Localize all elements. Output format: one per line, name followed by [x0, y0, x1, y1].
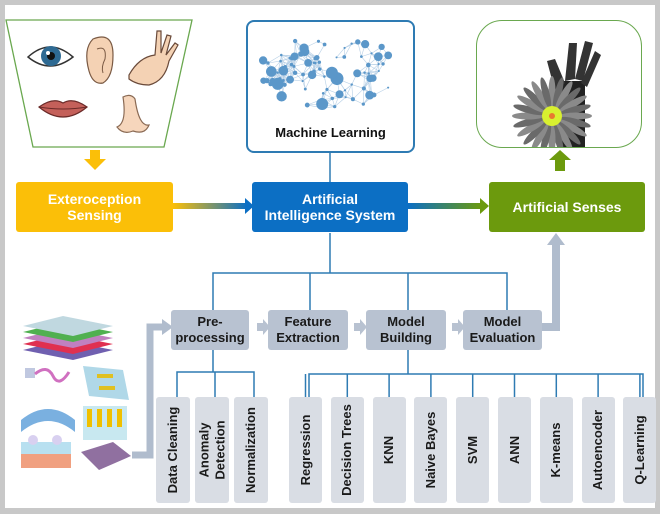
- step-label-line1: Feature: [284, 314, 332, 330]
- arrow-head: [480, 198, 489, 214]
- exteroception-label: Exteroception Sensing: [47, 190, 142, 223]
- model-method-box: Q-Learning: [623, 397, 657, 503]
- senses-panel: [25, 27, 185, 137]
- senses-icons: [26, 30, 179, 133]
- model-method-box: K-means: [539, 397, 573, 503]
- ear-icon: [86, 36, 114, 84]
- step-label-line1: Model: [387, 314, 425, 330]
- artificial-senses-box: Artificial Senses: [489, 182, 645, 232]
- model-method-box: Decision Trees: [330, 397, 364, 503]
- lips-icon: [38, 100, 88, 118]
- pipeline-arrow: [257, 319, 270, 335]
- sensor-to-preprocess-arrow: [132, 323, 165, 459]
- pipeline-step-preprocessing: Pre- processing: [171, 310, 249, 350]
- diagram-canvas: Machine Learning Exteroception Sensing A…: [5, 5, 657, 508]
- artificial-senses-label: Artificial Senses: [512, 198, 622, 215]
- arrow-head: [245, 198, 254, 214]
- step-label-line2: Building: [380, 330, 432, 345]
- model-method-label: Regression: [297, 414, 313, 486]
- preprocessing-method-label: Data Cleaning: [165, 406, 181, 494]
- evaluation-to-senses-arrow: [542, 243, 560, 331]
- pipeline-step-feature-extraction: Feature Extraction: [268, 310, 348, 350]
- connector-line: [212, 272, 508, 310]
- down-arrow-stem: [90, 150, 100, 159]
- step-label-line2: Extraction: [276, 330, 340, 345]
- pipeline-arrow: [452, 319, 465, 335]
- arrow-exteroception-to-ai: [173, 203, 247, 209]
- model-method-label: Naive Bayes: [423, 411, 439, 489]
- model-method-box: Autoencoder: [581, 397, 615, 503]
- brain-network-icon: [258, 38, 393, 110]
- machine-learning-panel: Machine Learning: [246, 20, 415, 153]
- model-method-label: SVM: [464, 435, 480, 465]
- step-label-line2: Evaluation: [469, 330, 536, 345]
- arrow-head: [162, 319, 173, 335]
- up-arrow-stem: [555, 160, 565, 171]
- pipeline-step-model-evaluation: Model Evaluation: [463, 310, 542, 350]
- model-method-box: SVM: [456, 397, 490, 503]
- connector-line: [308, 373, 644, 397]
- pipeline-arrow: [354, 319, 367, 335]
- preprocessing-method-label: Normalization: [243, 407, 259, 493]
- down-arrow-head: [84, 159, 106, 170]
- arrow-ai-to-senses: [408, 203, 482, 209]
- step-label-line1: Model: [483, 314, 522, 330]
- eye-icon: [26, 46, 75, 67]
- model-method-label: KNN: [381, 435, 397, 465]
- model-method-box: KNN: [372, 397, 406, 503]
- model-method-box: Naive Bayes: [414, 397, 448, 503]
- preprocessing-method-label: Anomaly Detection: [196, 420, 227, 480]
- ai-system-label-line1: Artificial: [301, 190, 358, 207]
- hand-icon: [128, 30, 179, 86]
- step-label-line2: processing: [175, 330, 245, 345]
- model-method-label: Q-Learning: [632, 415, 648, 485]
- ai-system-label-line2: Intelligence System: [264, 207, 396, 223]
- ai-system-box: Artificial Intelligence System: [252, 182, 408, 232]
- pipeline-step-model-building: Model Building: [366, 310, 446, 350]
- sensor-devices-illustration: [13, 310, 133, 475]
- preprocessing-method-box: Data Cleaning: [156, 397, 190, 503]
- model-method-box: ANN: [498, 397, 531, 503]
- model-method-box: Regression: [289, 397, 322, 503]
- exteroception-sensing-box: Exteroception Sensing: [16, 182, 173, 232]
- arrow-head: [549, 150, 571, 160]
- model-method-label: Decision Trees: [339, 404, 355, 496]
- machine-learning-label: Machine Learning: [275, 125, 386, 140]
- robot-panel: [476, 20, 642, 148]
- model-method-label: K-means: [548, 422, 564, 478]
- robotic-hand-icon: [512, 41, 601, 147]
- preprocessing-method-box: Normalization: [234, 397, 268, 503]
- preprocessing-method-box: Anomaly Detection: [195, 397, 229, 503]
- model-method-label: Autoencoder: [590, 409, 606, 491]
- arrow-head: [547, 233, 565, 245]
- flexible-sensor-icon: [21, 316, 131, 470]
- step-label-line1: Pre-: [197, 314, 223, 330]
- model-method-label: ANN: [506, 435, 522, 465]
- nose-icon: [116, 94, 150, 133]
